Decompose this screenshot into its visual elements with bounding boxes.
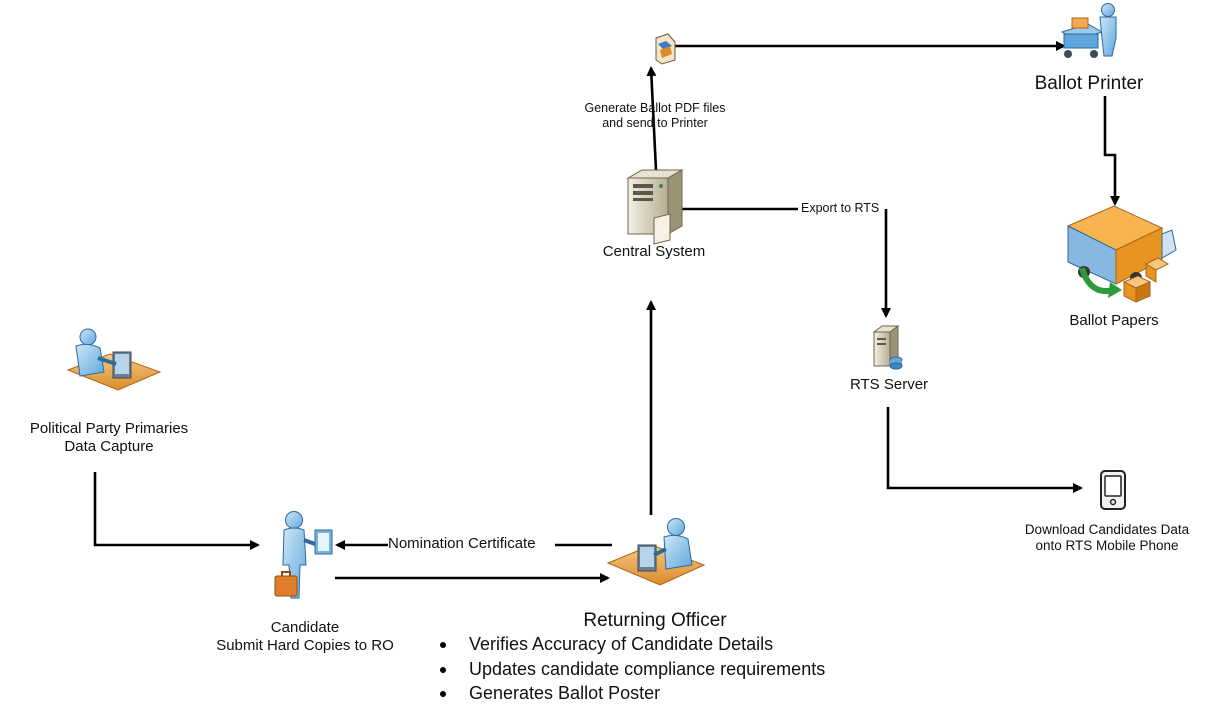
export-rts-label: Export to RTS [801,201,880,215]
printer-operator-icon [1060,3,1117,58]
political-party-label: Political Party Primaries Data Capture [8,420,210,457]
person-at-desk-icon [606,518,706,586]
mobile-phone-icon [1100,470,1126,510]
edge-party-to-candidate [93,472,260,550]
edges [93,41,1120,583]
mobile-label: Download Candidates Data onto RTS Mobile… [1014,522,1200,555]
returning-officer-duties: Verifies Accuracy of Candidate Details U… [436,632,825,706]
candidate-label: Candidate Submit Hard Copies to RO [196,619,414,656]
central-system-label: Central System [602,243,706,260]
person-at-desk-icon [66,328,162,391]
list-item: Updates candidate compliance requirement… [436,657,825,682]
political-party-line2: Data Capture [64,438,154,456]
edge-central-to-pdf [646,66,658,171]
nomination-certificate-label: Nomination Certificate [388,535,536,552]
list-item: Verifies Accuracy of Candidate Details [436,632,825,657]
political-party-line1: Political Party Primaries [29,420,189,437]
edge-printer-to-papers [1103,96,1120,206]
mobile-line1: Download Candidates Data [1024,522,1190,537]
candidate-line1: Candidate [270,619,340,636]
list-item: Generates Ballot Poster [436,681,825,706]
delivery-truck-icon [1066,205,1177,303]
pdf-document-icon [655,33,676,65]
server-tower-icon [626,169,684,245]
generate-pdf-label: Generate Ballot PDF files and send to Pr… [560,101,750,132]
ballot-printer-label: Ballot Printer [1034,73,1144,94]
returning-officer-title: Returning Officer [583,610,727,631]
ballot-papers-label: Ballot Papers [1069,312,1159,329]
edge-central-to-rts [682,207,886,316]
mobile-line2: onto RTS Mobile Phone [1035,538,1179,554]
candidate-line2: Submit Hard Copies to RO [216,637,394,655]
small-server-icon [872,325,903,370]
person-with-briefcase-icon [274,511,333,599]
generate-pdf-line2: and send to Printer [602,116,708,131]
edge-rts-to-mobile [886,407,1083,493]
rts-server-label: RTS Server [849,376,929,393]
generate-pdf-line1: Generate Ballot PDF files [584,101,726,115]
